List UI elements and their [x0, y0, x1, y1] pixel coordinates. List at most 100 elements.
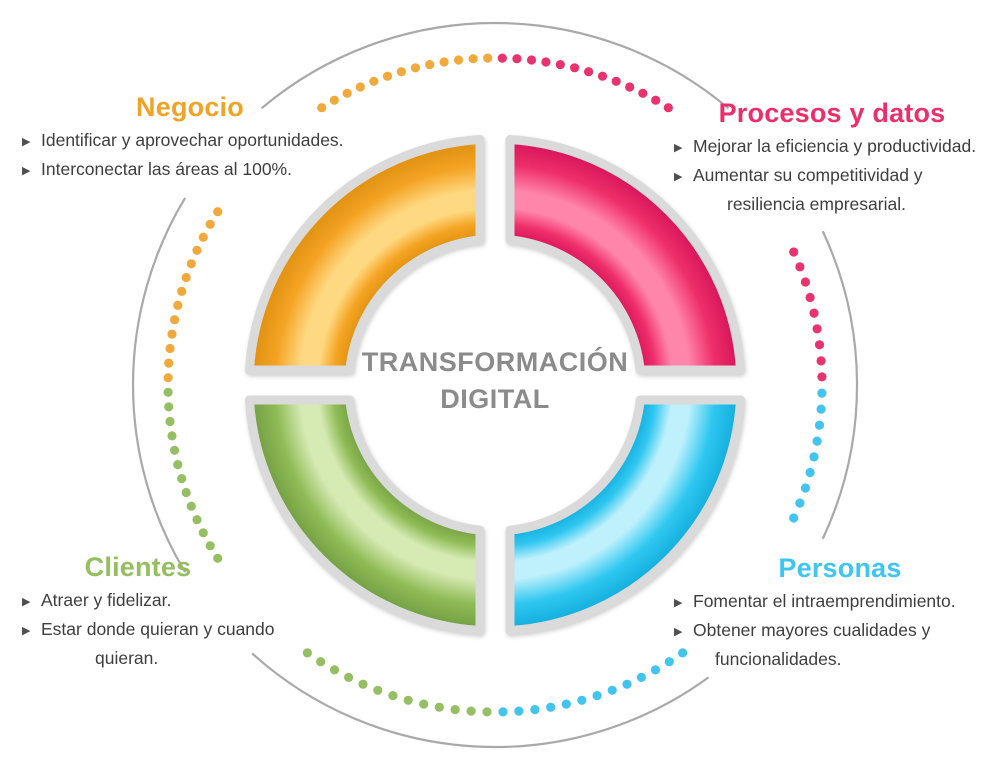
bullet-item: ▶ Interconectar las áreas al 100%. — [22, 156, 362, 185]
dot-blue — [607, 685, 617, 695]
dot-green — [329, 665, 340, 675]
dot-pink — [789, 247, 799, 257]
dot-blue — [789, 513, 799, 523]
dotted-color-arcs — [163, 53, 827, 717]
bullet-text: Atraer y fidelizar. — [41, 590, 172, 610]
dot-orange — [369, 76, 379, 86]
dot-orange — [410, 63, 420, 73]
dot-green — [198, 528, 208, 538]
bullet-text: Aumentar su competitividad y — [693, 165, 923, 185]
dot-orange — [205, 219, 215, 229]
quadrant-negocio — [245, 135, 485, 375]
bullet-text: Identificar y aprovechar oportunidades. — [41, 130, 344, 150]
dot-pink — [795, 262, 805, 272]
dot-orange — [329, 95, 339, 105]
center-title-line2: DIGITAL — [440, 384, 550, 414]
dot-orange — [468, 54, 478, 64]
outer-thin-arcs — [132, 21, 859, 749]
dot-pink — [597, 71, 608, 81]
dot-green — [434, 702, 444, 712]
dot-pink — [817, 372, 827, 382]
dot-green — [466, 706, 476, 716]
dot-pink — [638, 88, 648, 98]
dot-blue — [678, 648, 688, 658]
dot-orange — [198, 232, 208, 242]
bullet-arrow-icon: ▶ — [22, 596, 31, 608]
dot-pink — [584, 67, 594, 77]
section-negocio: Negocio ▶ Identificar y aprovechar oport… — [18, 92, 362, 185]
dot-blue — [622, 679, 632, 689]
dot-green — [181, 487, 191, 498]
quadrant-procesos — [505, 135, 745, 375]
dot-green — [403, 695, 413, 705]
center-title: TRANSFORMACIÓN DIGITAL — [362, 344, 628, 418]
dot-pink — [651, 95, 661, 105]
bullet-arrow-icon: ▶ — [22, 165, 31, 177]
dot-blue — [817, 388, 827, 398]
section-clientes: Clientes ▶ Atraer y fidelizar. ▶ Estar d… — [12, 552, 275, 671]
dot-blue — [809, 452, 819, 462]
section-procesos-y-datos: Procesos y datos ▶ Mejorar la eficiencia… — [662, 98, 1000, 217]
dot-orange — [483, 53, 493, 63]
section-negocio-bullets: ▶ Identificar y aprovechar oportunidades… — [18, 127, 362, 185]
bullet-arrow-icon: ▶ — [674, 171, 683, 183]
dot-orange — [173, 300, 183, 310]
thin-arc — [822, 230, 859, 540]
dot-orange — [164, 358, 174, 368]
dot-green — [173, 460, 183, 470]
dot-blue — [816, 404, 826, 414]
bullet-item: ▶ Estar donde quieran y cuando — [22, 616, 275, 645]
dot-orange — [342, 88, 352, 98]
bullet-text-continuation: quieran. — [95, 648, 159, 668]
dot-pink — [814, 340, 825, 350]
dot-blue — [814, 420, 825, 430]
bullet-text-continuation: resiliencia empresarial. — [727, 194, 906, 214]
dot-pink — [512, 54, 522, 64]
dot-pink — [809, 308, 819, 318]
bullet-text-continuation: funcionalidades. — [715, 649, 842, 669]
dot-pink — [625, 82, 635, 92]
dot-pink — [541, 57, 551, 67]
dot-orange — [177, 286, 187, 296]
dot-pink — [555, 60, 565, 70]
dot-blue — [514, 706, 524, 716]
dot-green — [482, 707, 492, 717]
dot-blue — [530, 705, 540, 715]
thin-arc — [261, 21, 729, 109]
dot-green — [316, 657, 326, 667]
section-negocio-title: Negocio — [136, 92, 244, 122]
quadrant-personas — [505, 395, 745, 635]
dot-orange — [181, 272, 191, 283]
bullet-arrow-icon: ▶ — [674, 626, 683, 638]
quadrant-clientes — [245, 395, 485, 635]
dot-blue — [498, 707, 508, 717]
dot-blue — [546, 702, 556, 712]
dot-green — [192, 515, 202, 525]
dot-green — [450, 705, 460, 715]
dot-green — [167, 431, 177, 441]
bullet-item: ▶ Obtener mayores cualidades y — [674, 617, 1000, 646]
dot-blue — [800, 483, 811, 493]
bullet-item: ▶ Atraer y fidelizar. — [22, 587, 264, 616]
dot-orange — [355, 82, 365, 92]
section-personas-bullets: ▶ Fomentar el intraemprendimiento. ▶ Obt… — [665, 588, 1000, 672]
dot-pink — [663, 103, 673, 113]
dot-orange — [396, 67, 406, 77]
thin-arc — [132, 197, 186, 573]
section-procesos-bullets: ▶ Mejorar la eficiencia y productividad.… — [662, 133, 1000, 217]
bullet-text: Fomentar el intraemprendimiento. — [693, 591, 956, 611]
dot-green — [205, 541, 215, 551]
dot-orange — [165, 343, 175, 354]
dot-green — [164, 402, 174, 412]
bullet-item: ▶ Identificar y aprovechar oportunidades… — [22, 127, 362, 156]
bullet-arrow-icon: ▶ — [674, 142, 683, 154]
dot-orange — [453, 55, 464, 65]
bullet-text: Obtener mayores cualidades y — [693, 620, 931, 640]
dot-green — [419, 699, 429, 709]
dot-green — [163, 387, 173, 397]
dot-pink — [497, 53, 507, 63]
section-clientes-title: Clientes — [84, 552, 192, 582]
dot-pink — [526, 55, 537, 65]
